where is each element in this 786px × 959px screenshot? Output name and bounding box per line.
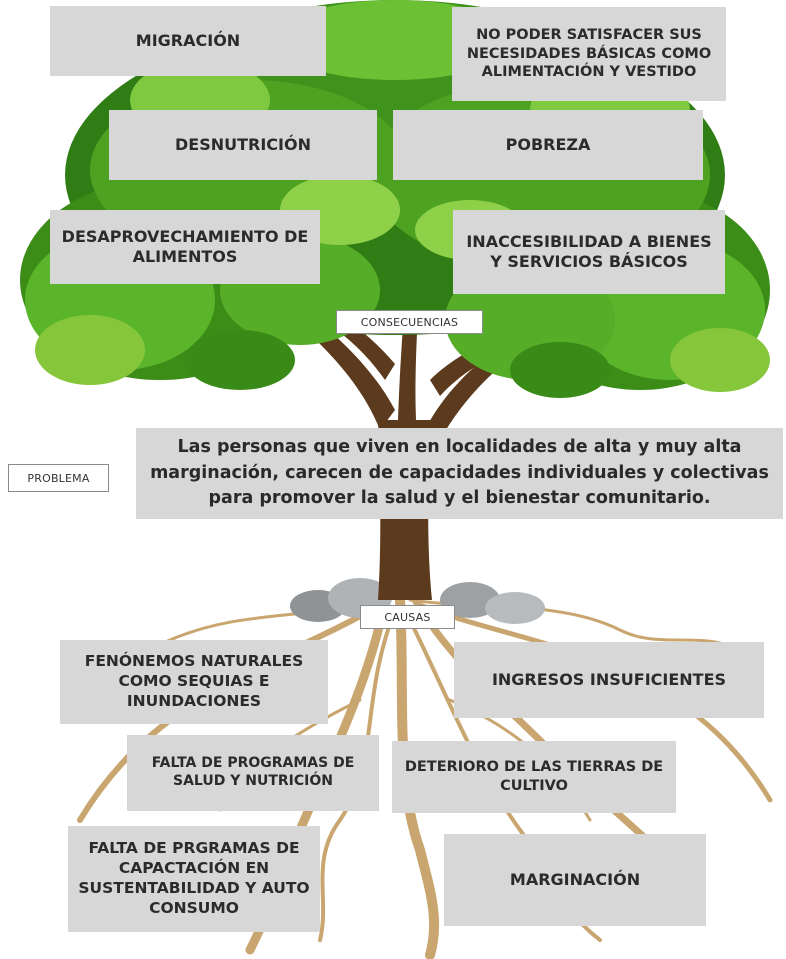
cause-programas-salud: FALTA DE PROGRAMAS DE SALUD Y NUTRICIÓN [127, 735, 379, 811]
cause-capacitacion: FALTA DE PRGRAMAS DE CAPACTACIÓN EN SUST… [68, 826, 320, 932]
problem-statement: Las personas que viven en localidades de… [136, 428, 783, 519]
consequence-necesidades: NO PODER SATISFACER SUS NECESIDADES BÁSI… [452, 7, 726, 101]
consequence-desaprovechamiento: DESAPROVECHAMIENTO DE ALIMENTOS [50, 210, 320, 284]
consequence-pobreza: POBREZA [393, 110, 703, 180]
consequence-migracion: MIGRACIÓN [50, 6, 326, 76]
consequence-inaccesibilidad: INACCESIBILIDAD A BIENES Y SERVICIOS BÁS… [453, 210, 725, 294]
cause-marginacion: MARGINACIÓN [444, 834, 706, 926]
cause-deterioro: DETERIORO DE LAS TIERRAS DE CULTIVO [392, 741, 676, 813]
consequences-label: CONSECUENCIAS [336, 310, 483, 334]
cause-fenomenos: FENÓNEMOS NATURALES COMO SEQUIAS E INUND… [60, 640, 328, 724]
problem-label: PROBLEMA [8, 464, 109, 492]
causes-label: CAUSAS [360, 605, 455, 629]
cause-ingresos: INGRESOS INSUFICIENTES [454, 642, 764, 718]
consequence-desnutricion: DESNUTRICIÓN [109, 110, 377, 180]
tree-stones [290, 578, 545, 624]
